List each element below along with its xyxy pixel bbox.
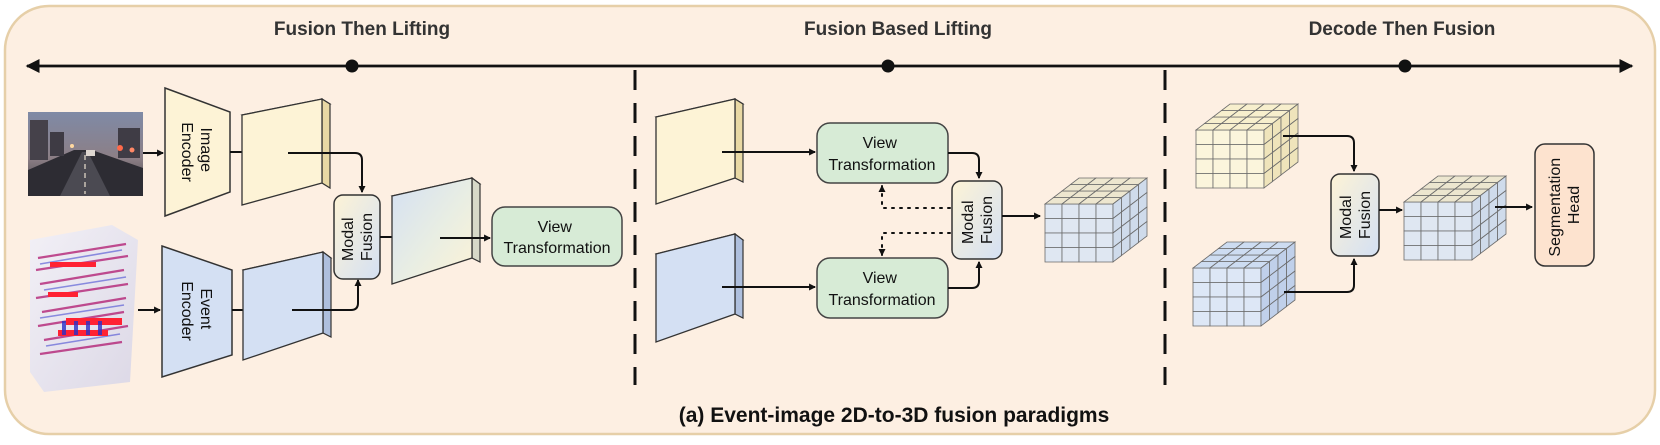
modal-fusion-right-label: Modal Fusion (1338, 191, 1374, 239)
voxel-cube-yellow (1194, 103, 1300, 189)
segmentation-head-label-line1: Segmentation (1547, 158, 1564, 257)
segmentation-head-label-line2: Head (1566, 186, 1583, 224)
event-encoder-label-line2: Encoder (178, 281, 195, 341)
fusion-feedback-arrow-bottom (878, 232, 951, 257)
view-transformation-middle-top-label: View Transformation (829, 135, 936, 174)
modal-fusion-left-label-line1: Modal (340, 217, 357, 261)
view-transformation-middle-top (816, 122, 949, 184)
voxel-cubes (1043, 103, 1508, 327)
view-transformation-left (491, 206, 623, 267)
modal-fusion-right-label-line2: Fusion (1357, 191, 1374, 239)
view-transformation-middle-bottom-label: View Transformation (829, 270, 936, 309)
view-transformation-left-label: View Transformation (504, 219, 611, 257)
image-feature-map-middle (654, 97, 745, 205)
image-encoder (164, 86, 231, 218)
modal-fusion-middle-label: Modal Fusion (960, 196, 996, 244)
event-encoder (161, 244, 233, 379)
street-photo-thumbnail (28, 112, 143, 196)
modal-fusion-left-label-line2: Fusion (359, 213, 376, 261)
section-title-fusion-then-lifting: Fusion Then Lifting (274, 19, 450, 40)
blue-voxel-to-fusion-arrow (1284, 257, 1358, 293)
segmentation-head-label: Segmentation Head (1547, 153, 1583, 256)
image-encoder-label-line1: Image (197, 128, 214, 173)
voxel-cube-blue (1191, 241, 1297, 327)
view-transformation-middle-top-label-line2: Transformation (829, 157, 936, 174)
section-title-decode-then-fusion: Decode Then Fusion (1309, 19, 1496, 40)
segmentation-head (1534, 143, 1595, 267)
fused-feature-map (390, 176, 482, 285)
feature-to-fusion-arrow-top (288, 152, 366, 194)
event-encoder-label-line1: Event (197, 288, 214, 329)
event-point-cloud-thumbnail (30, 225, 138, 392)
fusion-feedback-arrow-top (878, 184, 951, 209)
view-transformation-middle-bottom-label-line2: Transformation (829, 292, 936, 309)
feature-to-fusion-arrow-bottom (292, 278, 362, 311)
event-feature-map-left (241, 250, 333, 361)
image-encoder-label-line2: Encoder (178, 122, 195, 182)
figure-caption: (a) Event-image 2D-to-3D fusion paradigm… (679, 404, 1110, 427)
modal-fusion-right (1330, 173, 1380, 257)
view-transformation-left-label-line1: View (538, 219, 573, 236)
modal-fusion-left-label: Modal Fusion (340, 213, 376, 261)
view-to-fusion-arrow-top (948, 152, 983, 180)
modal-fusion-middle-label-line2: Fusion (979, 196, 996, 244)
voxel-cube-right-fused (1402, 175, 1508, 261)
axis-dot-right (1398, 59, 1412, 73)
view-to-fusion-arrow-bottom (948, 260, 983, 289)
voxel-cube-middle (1043, 177, 1149, 263)
view-transformation-middle-bottom (816, 257, 949, 319)
event-encoder-label: Event Encoder (178, 281, 214, 341)
modal-fusion-right-label-line1: Modal (1338, 195, 1355, 239)
image-encoder-label: Image Encoder (178, 122, 214, 182)
modal-fusion-middle-label-line1: Modal (960, 200, 977, 244)
yellow-voxel-to-fusion-arrow (1283, 135, 1358, 173)
image-feature-map-left (240, 97, 332, 206)
view-transformation-middle-top-label-line1: View (863, 135, 898, 152)
view-transformation-left-label-line2: Transformation (504, 240, 611, 257)
section-title-fusion-based-lifting: Fusion Based Lifting (804, 19, 992, 40)
view-transformation-middle-bottom-label-line1: View (863, 270, 898, 287)
axis-dot-middle (881, 59, 895, 73)
axis-dot-left (345, 59, 359, 73)
modal-fusion-middle (951, 180, 1003, 260)
event-feature-map-middle (654, 232, 745, 343)
